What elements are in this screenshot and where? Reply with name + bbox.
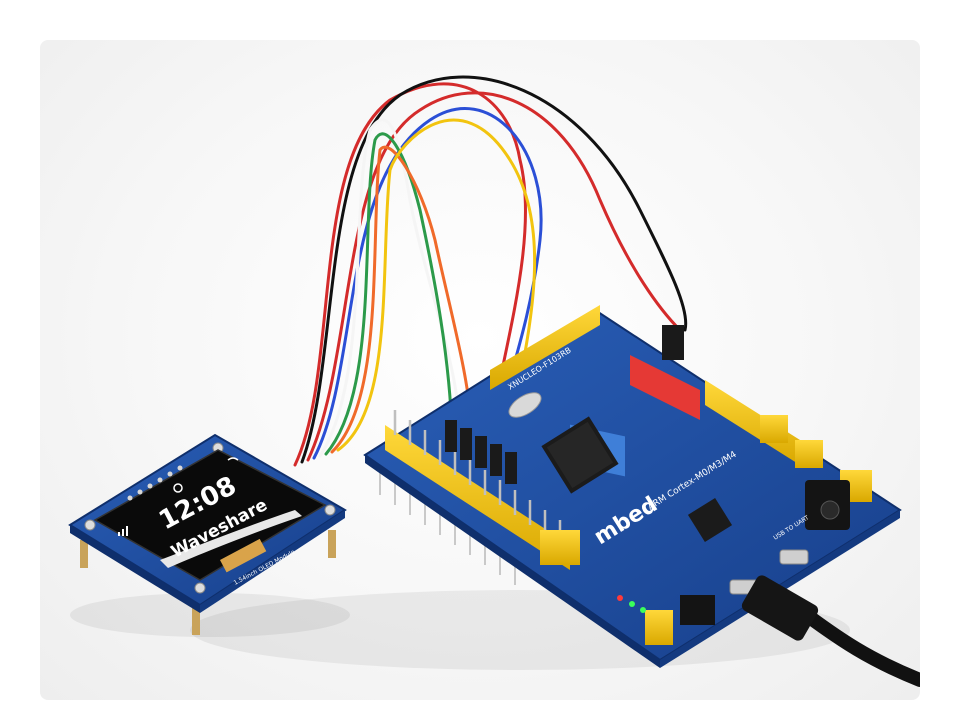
wire-red: [293, 82, 527, 467]
alarm-icon: [173, 483, 183, 493]
yellow-header-right: [705, 380, 800, 465]
yellow-header-left: [385, 425, 570, 570]
red-header: [630, 355, 700, 420]
wire-orange: [330, 145, 474, 454]
screw-3: [324, 504, 336, 516]
display-curve: [160, 510, 302, 568]
wifi-icon: [227, 457, 239, 461]
oled-pin-header: [127, 465, 183, 501]
led-red: [617, 595, 623, 601]
standoff-3: [328, 530, 336, 558]
led-green-2: [640, 607, 646, 613]
jumper-2: [795, 440, 823, 468]
wire-blue: [312, 107, 543, 460]
jumper-wires: [293, 75, 688, 467]
usb-port-2: [779, 549, 809, 565]
mcu-chip: [541, 416, 619, 494]
standoff-1: [80, 540, 88, 568]
red-header-connector: [662, 325, 684, 360]
jumper-4: [540, 530, 580, 565]
pin-socket: [680, 595, 715, 625]
board-edge: [365, 455, 660, 668]
wire-red-2: [306, 91, 682, 462]
crystal: [508, 392, 542, 418]
flex-cable: [219, 538, 267, 573]
screw-1: [84, 519, 96, 531]
jumper-1: [760, 415, 788, 443]
wire-yellow: [336, 118, 537, 452]
screw-2: [194, 582, 206, 594]
wire-green: [324, 132, 454, 456]
oled-shadow: [70, 593, 350, 637]
usb-plug: [741, 575, 819, 641]
dc-jack-hole: [820, 500, 840, 520]
jumper-5: [645, 610, 673, 645]
wire-black: [300, 75, 688, 464]
led-green: [629, 601, 635, 607]
usb-cable: [741, 575, 920, 687]
dupont-connectors: [445, 420, 517, 484]
signal-icon: [118, 526, 128, 536]
product-photo: mbed ARM Cortex-M0/M3/M4 XNUCLEO-F103RB …: [40, 40, 920, 700]
photo-illustration: mbed ARM Cortex-M0/M3/M4 XNUCLEO-F103RB …: [68, 75, 920, 687]
small-chip: [687, 497, 733, 543]
yellow-header-top: [490, 305, 600, 390]
standoff-2: [192, 595, 200, 635]
